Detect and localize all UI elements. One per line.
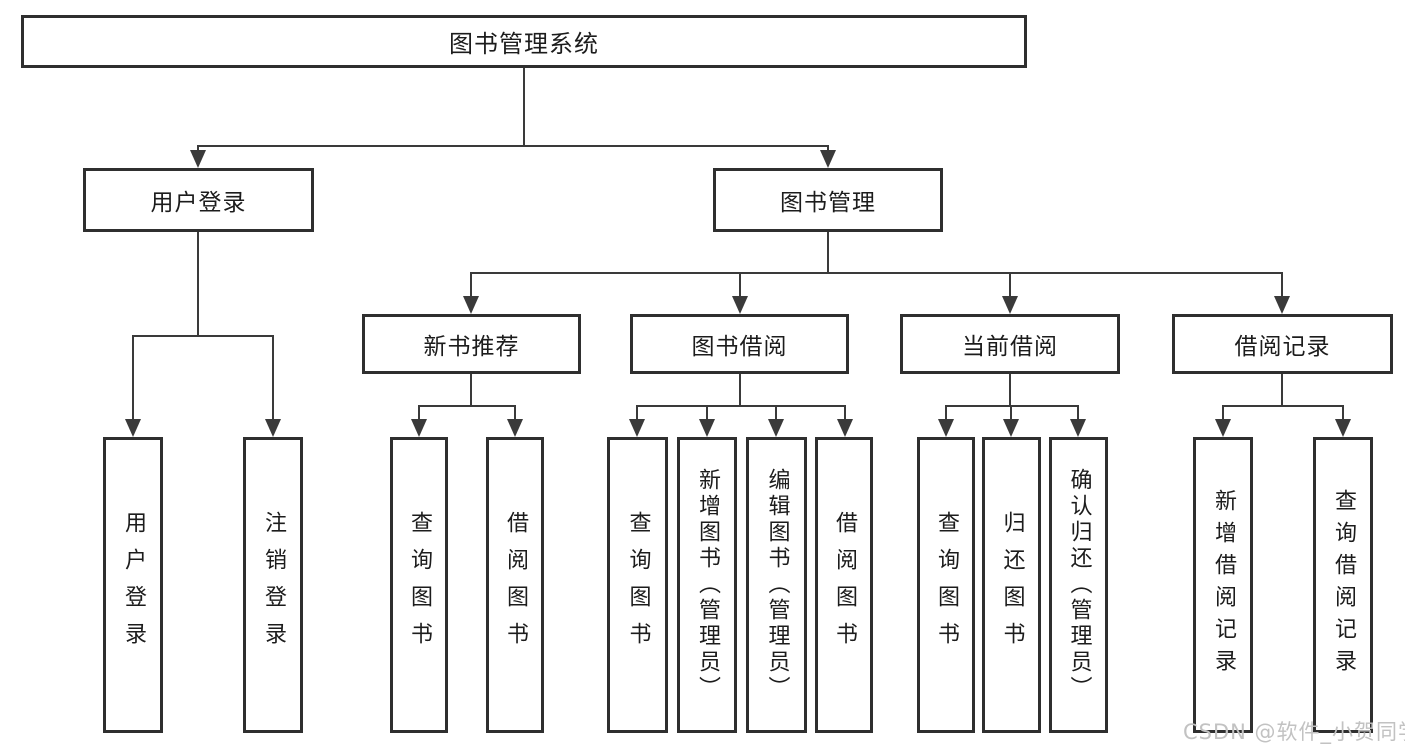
connector-userlogin-trunk — [197, 232, 199, 335]
leaf-label: 借阅图书 — [503, 511, 528, 659]
leaf-label: 查询借阅记录 — [1331, 489, 1356, 681]
node-label: 用户登录 — [150, 190, 247, 216]
leaf-borrow-book: 借阅图书 — [815, 437, 873, 733]
leaf-user-login: 用户登录 — [103, 437, 163, 733]
connector-drop — [1342, 405, 1344, 423]
node-user-login: 用户登录 — [83, 168, 314, 232]
connector-drop — [945, 405, 947, 423]
arrow-down-icon — [1215, 419, 1231, 437]
node-label: 当前借阅 — [962, 334, 1058, 360]
arrow-down-icon — [463, 296, 479, 314]
leaf-label: 查询图书 — [625, 511, 651, 659]
leaf-label: 新增图书（管理员） — [695, 468, 720, 702]
arrow-down-icon — [699, 419, 715, 437]
connector-drop — [197, 145, 199, 153]
arrow-down-icon — [820, 150, 836, 168]
arrow-down-icon — [629, 419, 645, 437]
connector-drop — [132, 335, 134, 423]
leaf-logout: 注销登录 — [243, 437, 303, 733]
arrow-down-icon — [938, 419, 954, 437]
leaf-label: 注销登录 — [261, 511, 286, 659]
leaf-label: 新增借阅记录 — [1211, 489, 1236, 681]
connector-drop — [1222, 405, 1224, 423]
arrow-down-icon — [1335, 419, 1351, 437]
node-new-book-recommend: 新书推荐 — [362, 314, 581, 374]
connector-root-trunk — [523, 68, 525, 145]
connector-drop — [636, 405, 638, 423]
connector-currentborrow-rail — [945, 405, 1079, 407]
leaf-label: 编辑图书（管理员） — [764, 468, 790, 702]
connector-records-trunk — [1281, 374, 1283, 405]
connector-userlogin-rail — [132, 335, 274, 337]
connector-drop — [739, 272, 741, 300]
connector-drop — [418, 405, 420, 423]
leaf-edit-book-admin: 编辑图书（管理员） — [746, 437, 807, 733]
leaf-confirm-return-admin: 确认归还（管理员） — [1049, 437, 1108, 733]
node-book-borrow: 图书借阅 — [630, 314, 849, 374]
leaf-label: 用户登录 — [121, 511, 146, 659]
node-current-borrow: 当前借阅 — [900, 314, 1120, 374]
leaf-query-book-borrow: 查询图书 — [607, 437, 668, 733]
connector-currentborrow-trunk — [1009, 374, 1011, 405]
connector-bookmgmt-trunk — [827, 232, 829, 272]
connector-bookborrow-trunk — [739, 374, 741, 405]
leaf-query-book-recommend: 查询图书 — [390, 437, 448, 733]
leaf-return-book: 归还图书 — [982, 437, 1041, 733]
connector-drop — [1009, 272, 1011, 300]
arrow-down-icon — [1002, 296, 1018, 314]
watermark: CSDN @软件_小贺同学 — [1183, 720, 1405, 744]
connector-drop — [1281, 272, 1283, 300]
connector-records-rail — [1222, 405, 1344, 407]
connector-bookborrow-rail — [636, 405, 846, 407]
connector-newbook-rail — [418, 405, 516, 407]
node-label: 图书管理 — [780, 190, 876, 216]
leaf-query-borrow-record: 查询借阅记录 — [1313, 437, 1373, 733]
leaf-label: 查询图书 — [934, 511, 959, 659]
leaf-label: 确认归还（管理员） — [1066, 468, 1092, 702]
arrow-down-icon — [1070, 419, 1086, 437]
arrow-down-icon — [411, 419, 427, 437]
connector-newbook-trunk — [470, 374, 472, 405]
connector-root-rail — [197, 145, 829, 147]
arrow-down-icon — [190, 150, 206, 168]
arrow-down-icon — [125, 419, 141, 437]
connector-drop — [844, 405, 846, 423]
connector-drop — [1010, 405, 1012, 423]
node-label: 图书借阅 — [691, 334, 788, 360]
arrow-down-icon — [768, 419, 784, 437]
connector-drop — [1077, 405, 1079, 423]
connector-drop — [514, 405, 516, 423]
leaf-borrow-book-recommend: 借阅图书 — [486, 437, 544, 733]
node-label: 图书管理系统 — [449, 30, 599, 58]
leaf-label: 借阅图书 — [832, 511, 857, 659]
node-library-system: 图书管理系统 — [21, 15, 1027, 68]
arrow-down-icon — [507, 419, 523, 437]
leaf-add-borrow-record: 新增借阅记录 — [1193, 437, 1253, 733]
connector-drop — [706, 405, 708, 423]
arrow-down-icon — [837, 419, 853, 437]
leaf-query-book-current: 查询图书 — [917, 437, 975, 733]
connector-drop — [470, 272, 472, 300]
connector-drop — [775, 405, 777, 423]
arrow-down-icon — [1274, 296, 1290, 314]
connector-drop — [827, 145, 829, 153]
node-label: 借阅记录 — [1234, 334, 1331, 360]
connector-bookmgmt-rail — [470, 272, 1283, 274]
node-book-management: 图书管理 — [713, 168, 943, 232]
node-borrow-records: 借阅记录 — [1172, 314, 1393, 374]
leaf-label: 查询图书 — [407, 511, 432, 659]
arrow-down-icon — [1003, 419, 1019, 437]
arrow-down-icon — [732, 296, 748, 314]
leaf-label: 归还图书 — [999, 511, 1025, 659]
node-label: 新书推荐 — [423, 334, 520, 360]
connector-drop — [272, 335, 274, 423]
leaf-add-book-admin: 新增图书（管理员） — [677, 437, 737, 733]
arrow-down-icon — [265, 419, 281, 437]
